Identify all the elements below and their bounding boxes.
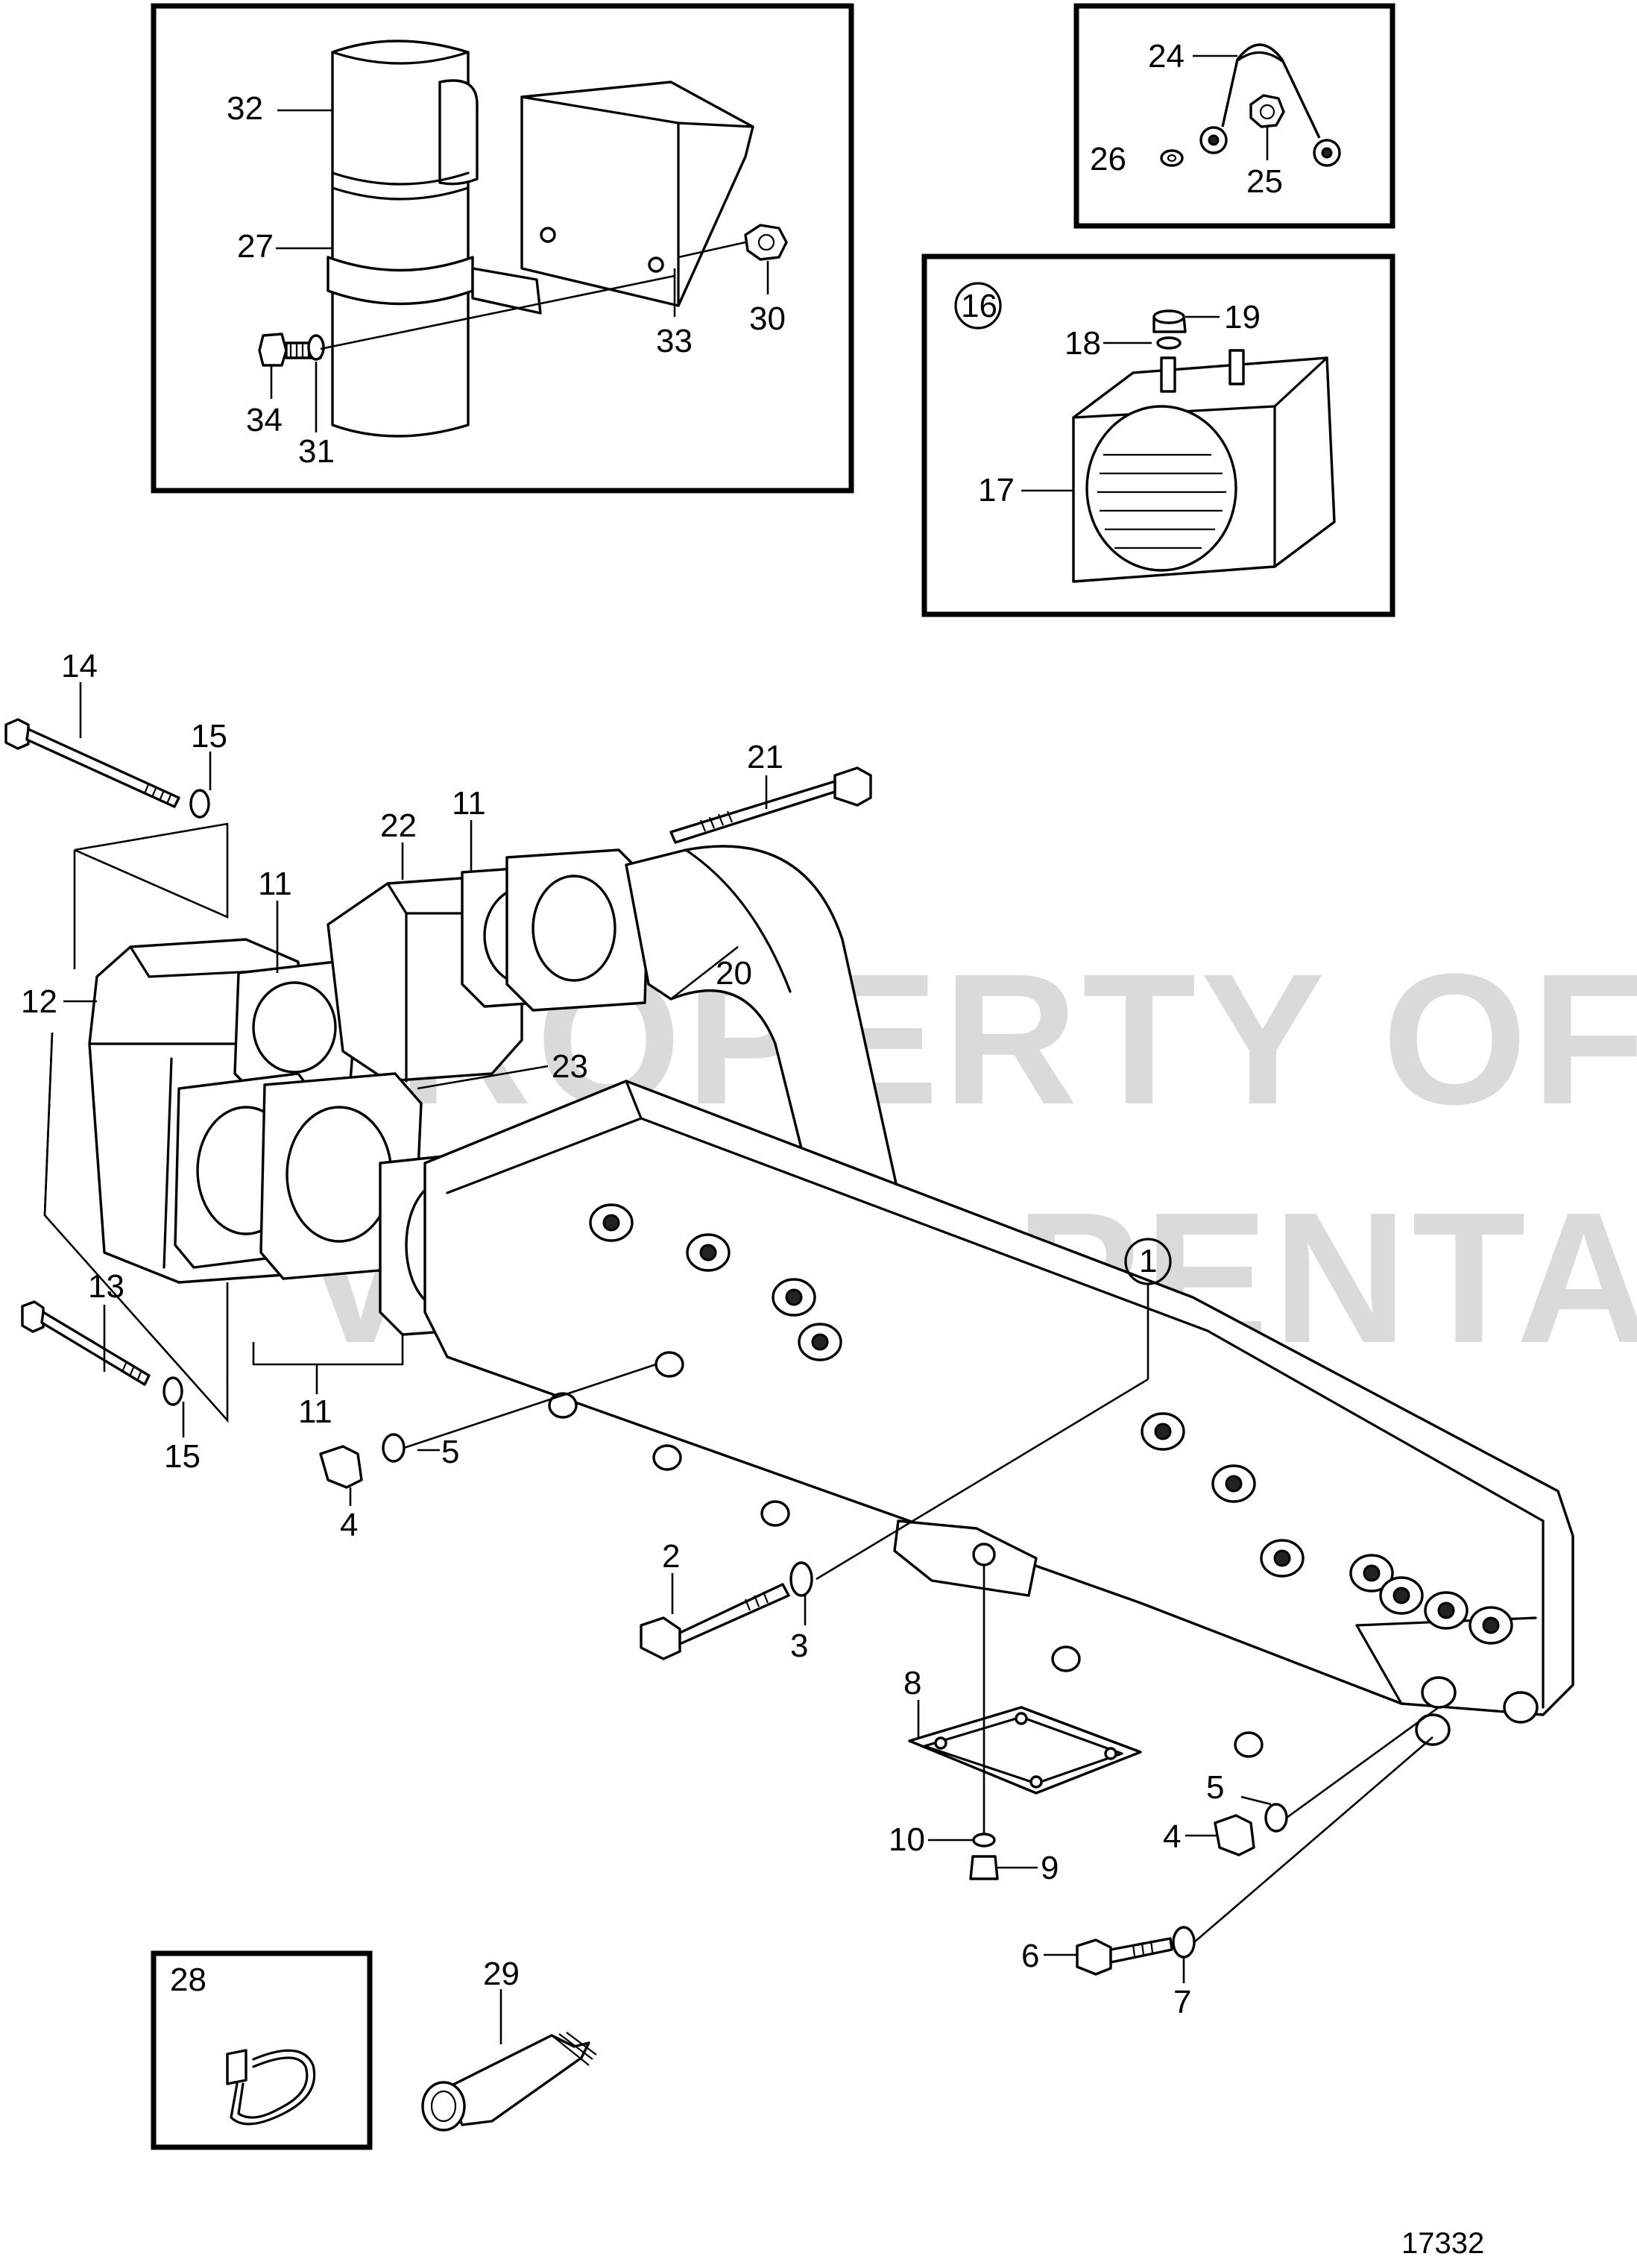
side-port-right xyxy=(1503,1691,1539,1724)
callout-11-left: 11 xyxy=(258,866,292,902)
washer-part-15-lower xyxy=(163,1376,183,1406)
inset-cable-tie xyxy=(151,1950,373,2150)
bracket-part-33 xyxy=(520,81,754,307)
callout-25: 25 xyxy=(1246,163,1283,200)
bolt-part-6 xyxy=(1076,1937,1173,1976)
cover-mounting-pad xyxy=(893,1519,1038,1597)
callout-6: 6 xyxy=(1021,1938,1039,1974)
callout-13: 13 xyxy=(88,1268,124,1305)
callout-22: 22 xyxy=(380,807,417,844)
tube-part-29 xyxy=(421,1989,597,2132)
callout-5-lower: 5 xyxy=(1206,1769,1224,1806)
pipe-part-32 xyxy=(331,40,470,438)
inset-frame-ground-strap xyxy=(1073,3,1395,229)
callout-9: 9 xyxy=(1041,1850,1059,1886)
washer-part-10 xyxy=(972,1833,996,1848)
callout-24: 24 xyxy=(1148,38,1185,75)
inset-ground-strap xyxy=(1073,3,1395,229)
callout-18: 18 xyxy=(1064,325,1101,362)
stud-left xyxy=(1160,356,1176,393)
inset-frame-cable-tie xyxy=(151,1950,373,2150)
manifold-bottom-bosses xyxy=(548,1392,1264,1758)
cable-tie-head xyxy=(226,2049,247,2085)
callout-12: 12 xyxy=(21,983,57,1020)
plug-part-4-lower xyxy=(1214,1814,1255,1856)
pipe-tab xyxy=(438,79,479,186)
cable-tie-part-28 xyxy=(230,2049,316,2126)
callout-7: 7 xyxy=(1173,1984,1191,2020)
diagram-reference-number: 17332 xyxy=(1401,2227,1484,2260)
callout-28: 28 xyxy=(170,1962,206,1998)
bolt-part-21 xyxy=(669,766,872,844)
nut-part-25 xyxy=(1249,94,1285,128)
clamp-tab xyxy=(471,267,542,315)
callout-8: 8 xyxy=(903,1665,921,1701)
callout-10: 10 xyxy=(889,1821,925,1858)
callout-32: 32 xyxy=(227,90,263,127)
callout-16: 16 xyxy=(961,288,997,324)
callout-20: 20 xyxy=(716,955,752,992)
bolt-part-34 xyxy=(258,333,288,367)
circled-ref-16 xyxy=(954,282,1002,330)
inset-pipe-clamp xyxy=(151,3,854,494)
inset-frame-part-16 xyxy=(921,253,1395,617)
inset-part-16 xyxy=(921,253,1395,617)
manifold-runners xyxy=(589,1203,1513,1645)
callout-14: 14 xyxy=(61,648,98,684)
main-assembly xyxy=(4,682,1574,1983)
bolt-part-2 xyxy=(640,1583,790,1660)
callout-4-upper: 4 xyxy=(340,1507,358,1543)
washer-part-7 xyxy=(1172,1926,1196,1959)
callout-1: 1 xyxy=(1139,1243,1157,1279)
callout-27: 27 xyxy=(237,228,274,265)
callout-11-top: 11 xyxy=(452,785,486,822)
callout-2: 2 xyxy=(662,1538,680,1575)
bolt-part-14 xyxy=(4,718,180,808)
callout-21: 21 xyxy=(747,739,783,775)
callout-33: 33 xyxy=(656,323,693,359)
callout-3: 3 xyxy=(790,1628,808,1664)
callout-15-upper: 15 xyxy=(191,718,227,755)
callout-31: 31 xyxy=(298,433,335,470)
callout-23: 23 xyxy=(552,1048,588,1085)
callout-26: 26 xyxy=(1090,141,1126,177)
callout-11-bottom: 11 xyxy=(298,1393,332,1430)
callout-15-lower: 15 xyxy=(164,1438,201,1475)
washer-part-5-lower xyxy=(1264,1803,1288,1833)
bolt-part-13 xyxy=(21,1300,151,1386)
nut-part-30 xyxy=(744,224,788,261)
washer-part-26 xyxy=(1160,149,1184,167)
grille xyxy=(1085,405,1237,572)
callout-34: 34 xyxy=(246,402,283,438)
inset-frame-pipe-clamp xyxy=(151,3,854,494)
callout-4-lower: 4 xyxy=(1163,1818,1181,1855)
washer-part-3 xyxy=(789,1561,813,1597)
plug-part-4-upper xyxy=(319,1445,363,1489)
washer-part-15-upper xyxy=(189,789,210,819)
stud-right xyxy=(1228,349,1245,385)
side-port-lower xyxy=(1415,1713,1451,1746)
washer-part-31 xyxy=(307,334,325,361)
plug-part-9 xyxy=(969,1855,999,1880)
washer-part-5-upper xyxy=(382,1433,406,1463)
callout-5-upper: 5 xyxy=(441,1434,459,1470)
callout-labels: 32 27 33 30 34 31 24 26 25 16 19 18 17 1… xyxy=(21,38,1283,2020)
callout-17: 17 xyxy=(978,472,1015,508)
callout-30: 30 xyxy=(749,300,786,337)
side-port-upper xyxy=(1421,1676,1457,1709)
callout-29: 29 xyxy=(483,1956,520,1992)
callout-19: 19 xyxy=(1224,299,1261,336)
side-port-front xyxy=(655,1351,684,1378)
washer-part-18 xyxy=(1156,336,1182,350)
strap-part-24 xyxy=(1221,43,1321,139)
